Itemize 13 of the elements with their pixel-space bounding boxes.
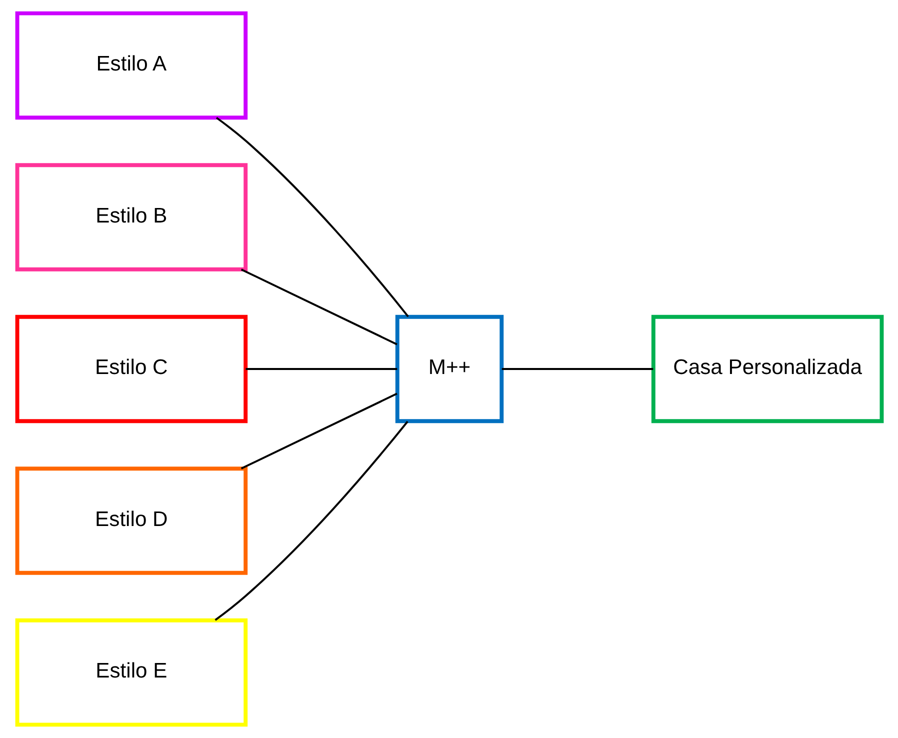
node-box: M++: [394, 314, 504, 424]
node-box: Estilo D: [14, 466, 248, 575]
connector: [501, 368, 653, 370]
node-box: Estilo A: [14, 11, 248, 120]
node-box: Estilo C: [14, 314, 248, 424]
node-box: Estilo B: [14, 163, 248, 272]
connector: [240, 392, 397, 470]
connector: [215, 116, 408, 318]
connector: [245, 368, 397, 370]
node-box: Casa Personalizada: [650, 314, 884, 424]
connector: [214, 420, 408, 621]
connector: [240, 268, 397, 346]
node-box: Estilo E: [14, 618, 248, 727]
